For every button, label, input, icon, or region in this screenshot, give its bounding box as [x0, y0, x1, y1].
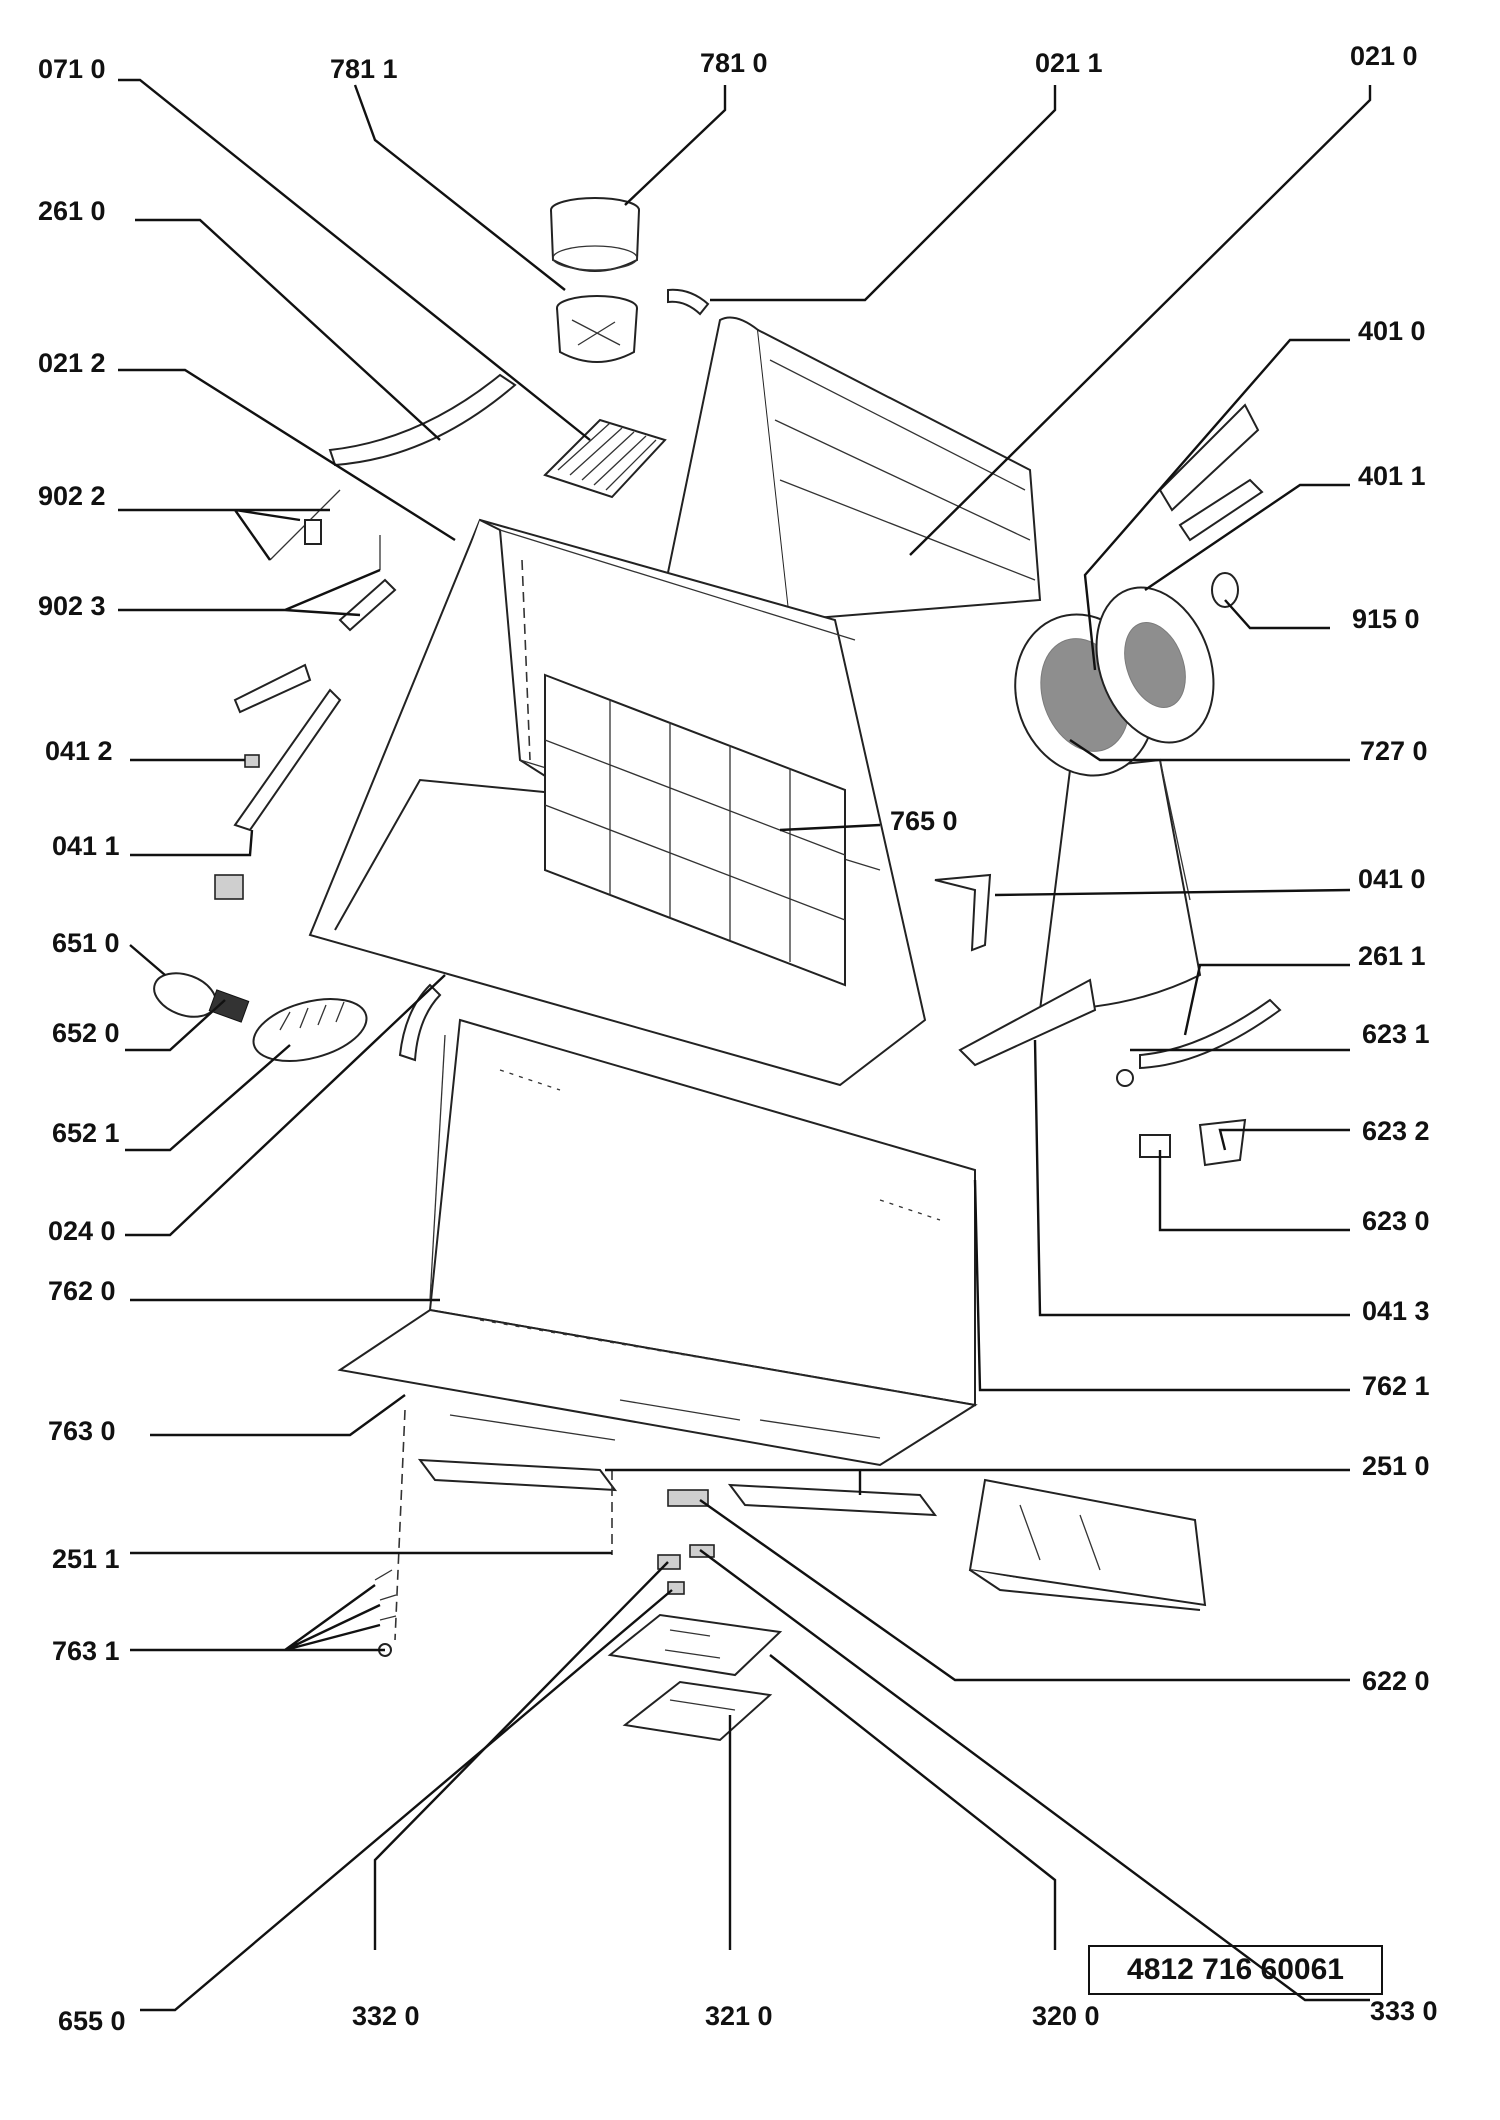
label-623-0: 623 0 — [1362, 1206, 1430, 1236]
part-knob-623-1 — [1116, 1069, 1134, 1087]
part-cable — [398, 983, 442, 1062]
label-041-2: 041 2 — [45, 736, 113, 766]
label-765-0: 765 0 — [890, 806, 958, 836]
part-bracket-041-0 — [934, 873, 992, 952]
label-041-3: 041 3 — [1362, 1296, 1430, 1326]
part-small-filter — [543, 418, 667, 499]
label-041-0: 041 0 — [1358, 864, 1426, 894]
part-chimney-cover — [648, 316, 1202, 1012]
leader-lines — [118, 78, 1372, 2012]
label-320-0: 320 0 — [1032, 2001, 1100, 2031]
label-401-0: 401 0 — [1358, 316, 1426, 346]
part-light-cover — [252, 998, 368, 1062]
label-261-0: 261 0 — [38, 196, 106, 226]
part-screws-902 — [269, 489, 397, 632]
part-collar-top — [550, 197, 640, 272]
part-trim-left — [328, 373, 517, 467]
label-915-0: 915 0 — [1352, 604, 1420, 634]
label-041-1: 041 1 — [52, 831, 120, 861]
label-652-1: 652 1 — [52, 1118, 120, 1148]
document-number: 4812 716 60061 — [1088, 1945, 1383, 1995]
part-clip-021-1 — [667, 288, 710, 316]
label-024-0: 024 0 — [48, 1216, 116, 1246]
part-slider-left — [233, 663, 312, 714]
label-762-0: 762 0 — [48, 1276, 116, 1306]
label-781-0: 781 0 — [700, 48, 768, 78]
part-strip-left — [417, 1458, 618, 1492]
part-front-panel — [337, 1018, 978, 1467]
label-333-0: 333 0 — [1370, 1996, 1438, 2026]
part-collar-lower — [556, 295, 638, 363]
part-drawings — [153, 197, 1282, 1742]
part-plate-401-1 — [1178, 478, 1264, 542]
label-622-0: 622 0 — [1362, 1666, 1430, 1696]
label-021-1: 021 1 — [1035, 48, 1103, 78]
part-control-housing — [968, 1478, 1207, 1611]
part-strip-right — [727, 1483, 938, 1517]
part-motor-fan — [1014, 572, 1239, 777]
part-switch-623-0 — [1139, 1134, 1171, 1158]
label-332-0: 332 0 — [352, 2001, 420, 2031]
part-circuit-board — [607, 1613, 783, 1677]
part-labels: 071 0 781 1 781 0 021 1 021 0 261 0 021 … — [38, 41, 1438, 2036]
label-021-2: 021 2 — [38, 348, 106, 378]
label-651-0: 651 0 — [52, 928, 120, 958]
part-bracket-left — [233, 688, 342, 832]
part-connector-622-0 — [667, 1489, 709, 1507]
part-plate-401-0 — [1158, 403, 1260, 512]
label-763-0: 763 0 — [48, 1416, 116, 1446]
label-071-0: 071 0 — [38, 54, 106, 84]
part-clip-041-2 — [244, 754, 260, 768]
label-763-1: 763 1 — [52, 1636, 120, 1666]
label-727-0: 727 0 — [1360, 736, 1428, 766]
label-655-0: 655 0 — [58, 2006, 126, 2036]
label-321-0: 321 0 — [705, 2001, 773, 2031]
label-021-0: 021 0 — [1350, 41, 1418, 71]
label-251-1: 251 1 — [52, 1544, 120, 1574]
label-902-3: 902 3 — [38, 591, 106, 621]
part-cassette-filter — [544, 673, 846, 987]
part-fixing-line — [394, 1409, 406, 1641]
label-251-0: 251 0 — [1362, 1451, 1430, 1481]
label-902-2: 902 2 — [38, 481, 106, 511]
part-trim-right — [1139, 998, 1282, 1070]
part-connector-332-0 — [657, 1554, 681, 1570]
label-652-0: 652 0 — [52, 1018, 120, 1048]
label-401-1: 401 1 — [1358, 461, 1426, 491]
part-clip-small — [214, 874, 244, 900]
label-623-1: 623 1 — [1362, 1019, 1430, 1049]
part-bracket-041-3 — [958, 978, 1097, 1067]
part-board-cover — [622, 1680, 773, 1742]
label-261-1: 261 1 — [1358, 941, 1426, 971]
label-623-2: 623 2 — [1362, 1116, 1430, 1146]
label-781-1: 781 1 — [330, 54, 398, 84]
part-fixings-763-1 — [374, 1569, 397, 1621]
part-lamp — [153, 972, 250, 1023]
label-762-1: 762 1 — [1362, 1371, 1430, 1401]
